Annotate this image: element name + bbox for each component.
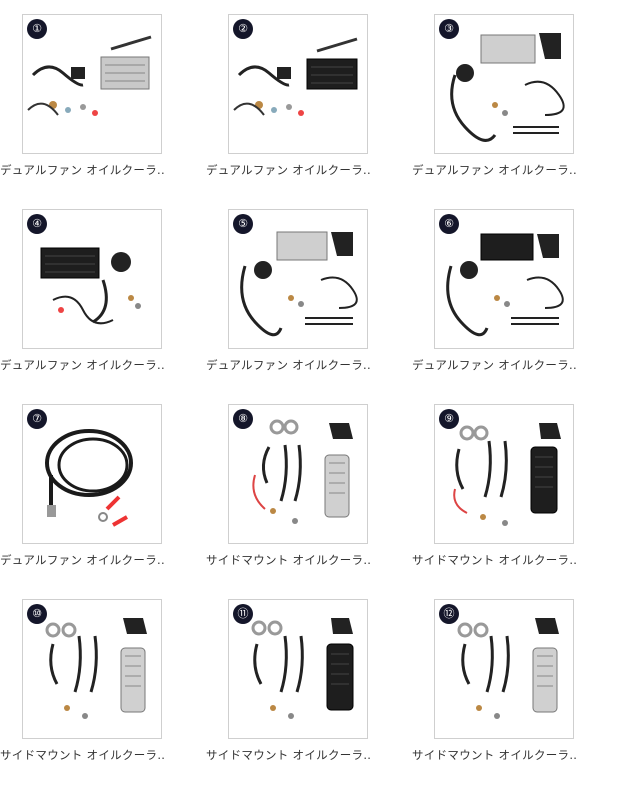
- badge-number: ④: [27, 214, 47, 234]
- product-caption[interactable]: デュアルファン オイルクーラ..: [0, 553, 165, 567]
- product-thumbnail[interactable]: ⑩: [22, 599, 162, 739]
- product-caption[interactable]: デュアルファン オイルクーラ..: [412, 163, 577, 177]
- badge-number: ⑦: [27, 409, 47, 429]
- product-caption[interactable]: デュアルファン オイルクーラ..: [206, 358, 371, 372]
- product-card-9[interactable]: ⑨ サイドマウント オイルクーラ..: [412, 404, 612, 594]
- badge-number: ⑤: [233, 214, 253, 234]
- side-mount-kit-black-icon: [453, 423, 561, 526]
- product-card-11[interactable]: ⑪ サイドマウント オイルクーラ..: [206, 599, 406, 789]
- product-card-7[interactable]: ⑦ デュアルファン オイルクーラ..: [0, 404, 200, 594]
- product-thumbnail[interactable]: ②: [228, 14, 368, 154]
- product-thumbnail[interactable]: ⑤: [228, 209, 368, 349]
- product-caption[interactable]: サイドマウント オイルクーラ..: [206, 553, 372, 567]
- oil-cooler-kit-black-icon: [40, 247, 141, 325]
- badge-number: ⑪: [233, 604, 253, 624]
- product-thumbnail[interactable]: ③: [434, 14, 574, 154]
- hose-kit-icon: [45, 429, 133, 527]
- badge-number: ①: [27, 19, 47, 39]
- product-thumbnail[interactable]: ⑦: [22, 404, 162, 544]
- product-card-1[interactable]: ① デュアルファン オイルクーラ..: [0, 14, 200, 204]
- product-thumbnail[interactable]: ①: [22, 14, 162, 154]
- oil-cooler-kit-black-icon: [233, 37, 358, 116]
- side-mount-kit-silver-icon: [45, 618, 147, 719]
- product-caption[interactable]: サイドマウント オイルクーラ..: [412, 553, 578, 567]
- oil-cooler-kit-black-icon: [446, 233, 564, 337]
- oil-cooler-kit-silver-icon: [240, 231, 358, 337]
- oil-cooler-kit-silver-icon: [27, 35, 152, 116]
- product-thumbnail[interactable]: ⑥: [434, 209, 574, 349]
- badge-number: ⑧: [233, 409, 253, 429]
- product-caption[interactable]: サイドマウント オイルクーラ..: [0, 748, 166, 762]
- side-mount-kit-silver-icon: [252, 419, 353, 524]
- side-mount-kit-black-icon: [251, 618, 354, 719]
- badge-number: ⑨: [439, 409, 459, 429]
- product-caption[interactable]: デュアルファン オイルクーラ..: [412, 358, 577, 372]
- side-mount-kit-silver-icon: [457, 618, 559, 719]
- product-card-4[interactable]: ④ デュアルファン オイルクーラ..: [0, 209, 200, 399]
- product-card-8[interactable]: ⑧ サイドマウント オイルクーラ..: [206, 404, 406, 594]
- product-thumbnail[interactable]: ⑧: [228, 404, 368, 544]
- product-caption[interactable]: デュアルファン オイルクーラ..: [0, 358, 165, 372]
- badge-number: ②: [233, 19, 253, 39]
- product-caption[interactable]: デュアルファン オイルクーラ..: [0, 163, 165, 177]
- product-thumbnail[interactable]: ⑫: [434, 599, 574, 739]
- badge-number: ⑫: [439, 604, 459, 624]
- product-card-10[interactable]: ⑩ サイドマウント オイルクーラ..: [0, 599, 200, 789]
- product-card-2[interactable]: ② デュアルファン オイルクーラ..: [206, 14, 406, 204]
- product-card-5[interactable]: ⑤ デュアルファン オイルクーラ..: [206, 209, 406, 399]
- product-card-3[interactable]: ③ デュアルファン オイルクーラ..: [412, 14, 612, 204]
- product-thumbnail[interactable]: ⑪: [228, 599, 368, 739]
- product-card-6[interactable]: ⑥ デュアルファン オイルクーラ..: [412, 209, 612, 399]
- product-caption[interactable]: サイドマウント オイルクーラ..: [412, 748, 578, 762]
- product-caption[interactable]: サイドマウント オイルクーラ..: [206, 748, 372, 762]
- badge-number: ⑥: [439, 214, 459, 234]
- product-caption[interactable]: デュアルファン オイルクーラ..: [206, 163, 371, 177]
- oil-cooler-kit-silver-icon: [450, 33, 565, 142]
- badge-number: ⑩: [27, 604, 47, 624]
- product-thumbnail[interactable]: ⑨: [434, 404, 574, 544]
- product-card-12[interactable]: ⑫ サイドマウント オイルクーラ..: [412, 599, 612, 789]
- product-thumbnail[interactable]: ④: [22, 209, 162, 349]
- badge-number: ③: [439, 19, 459, 39]
